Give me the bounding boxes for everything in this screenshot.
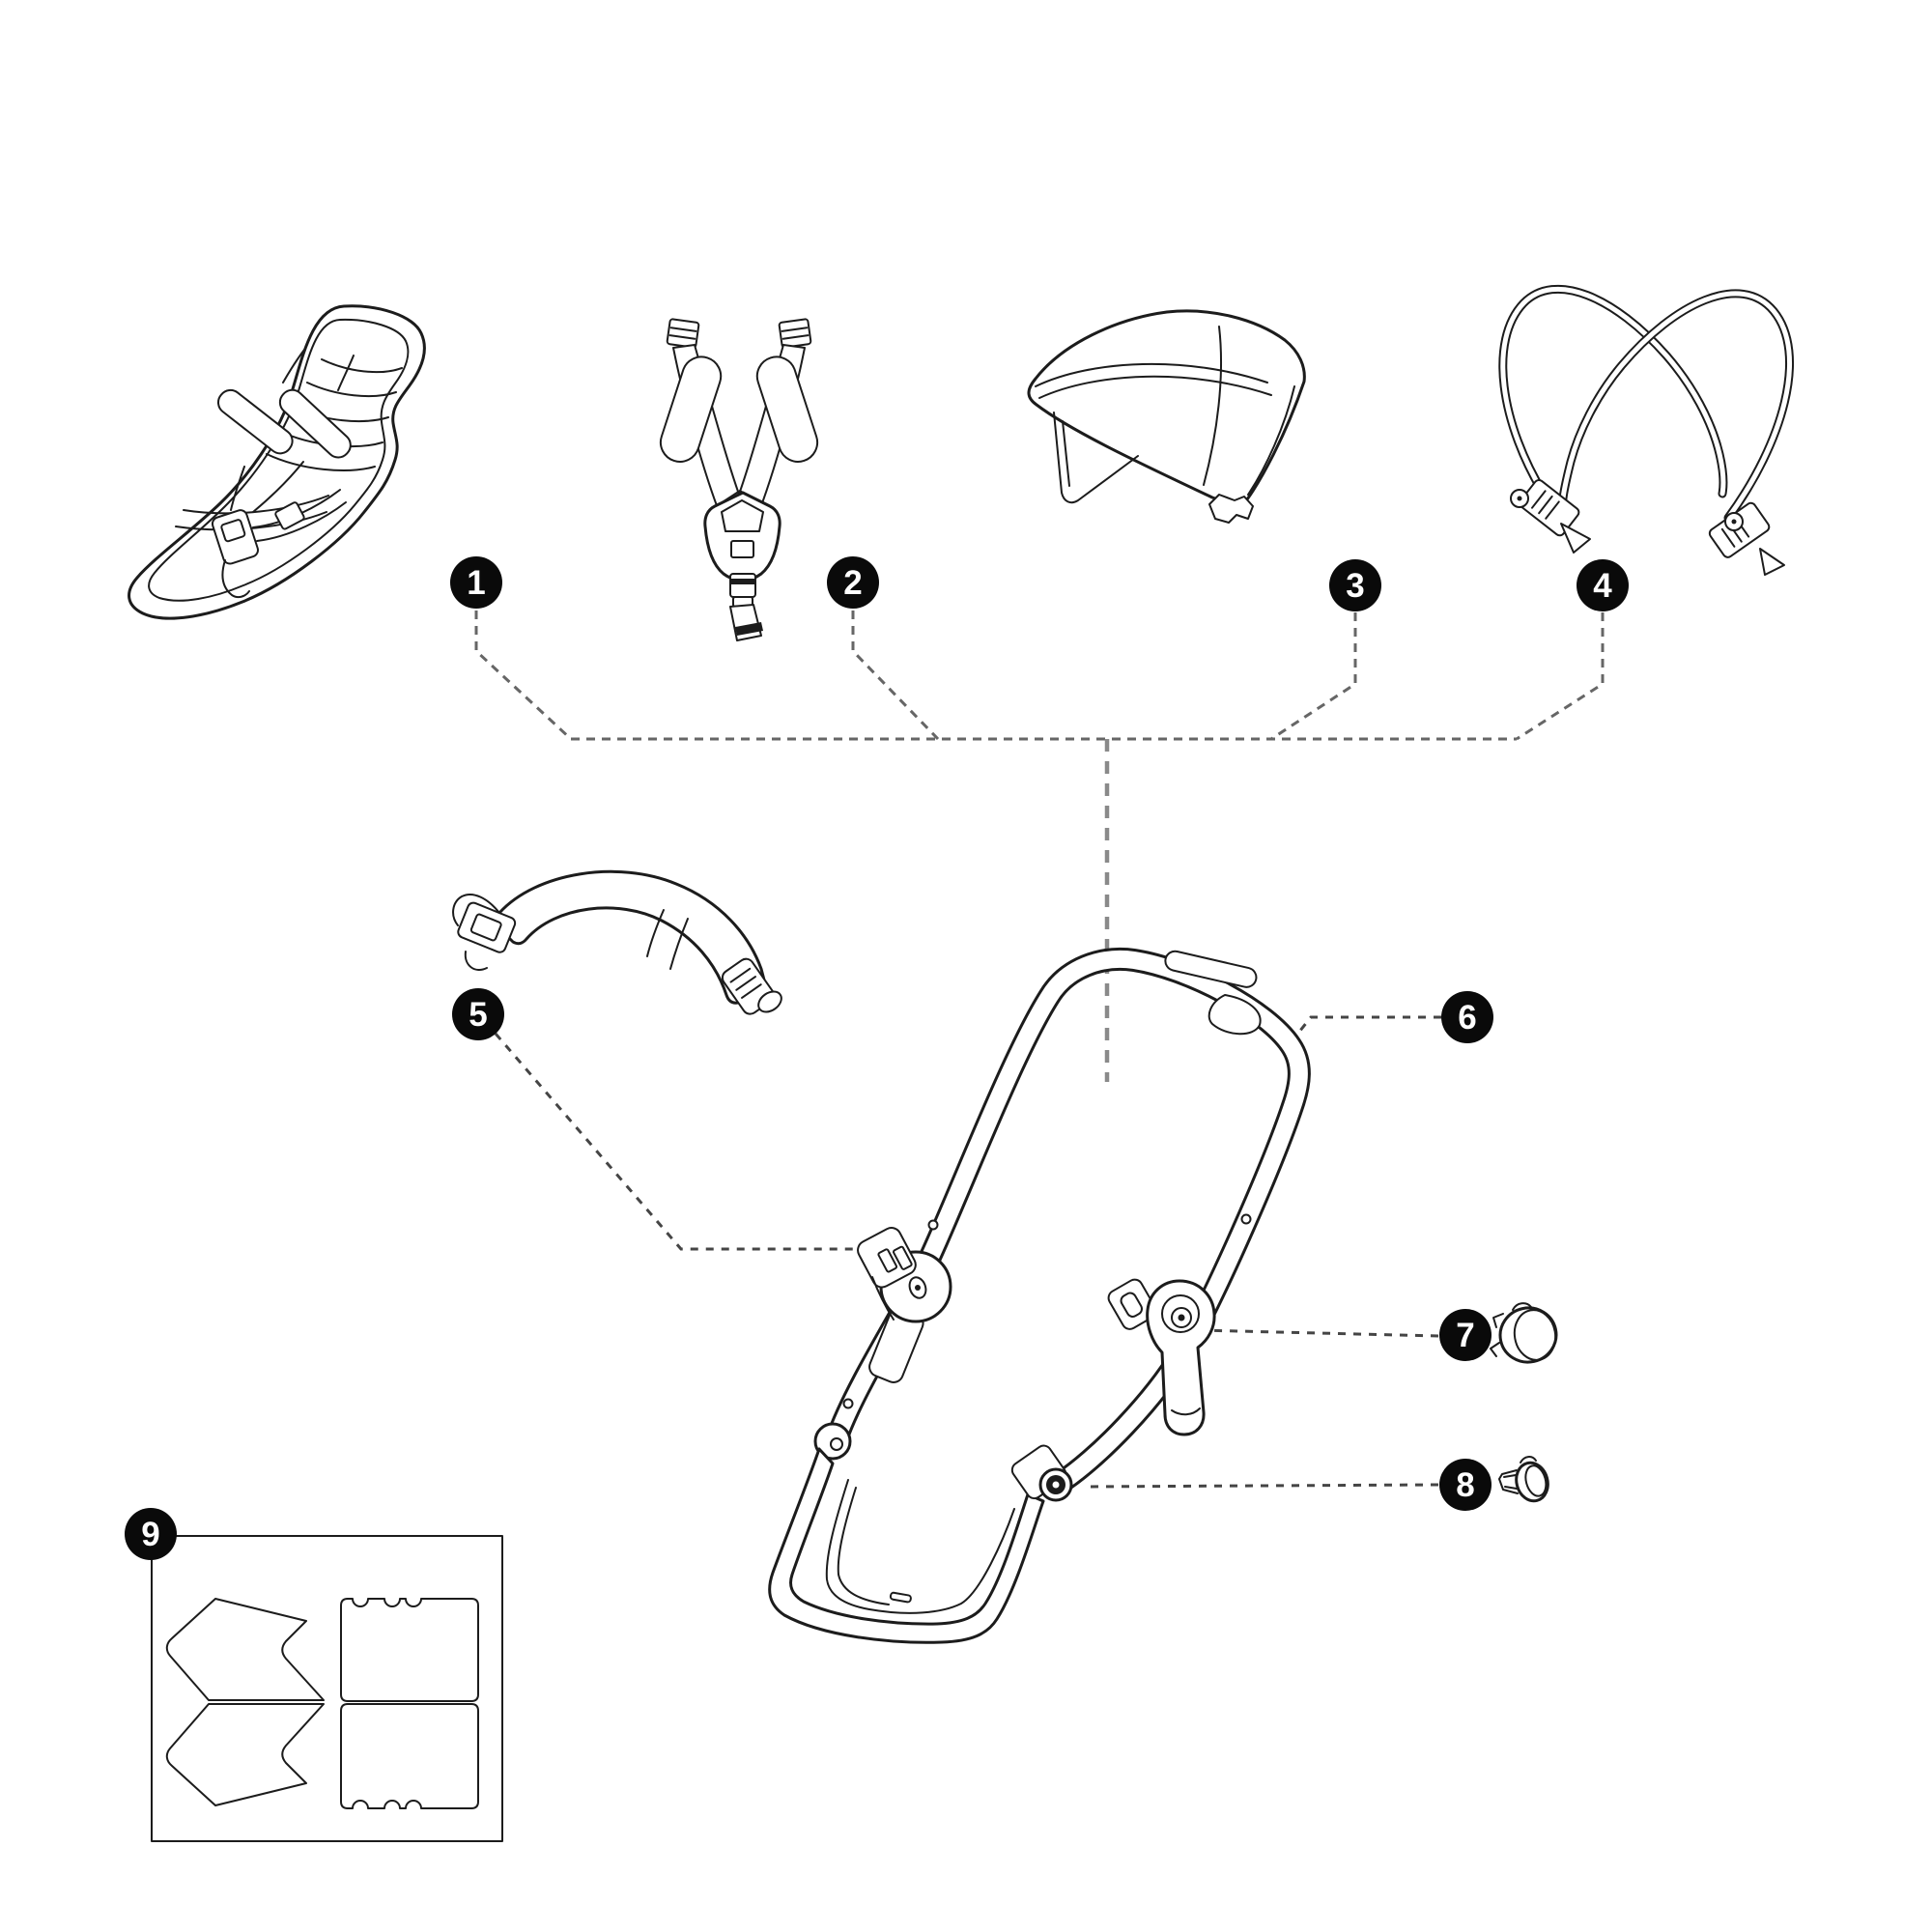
shoulder-harness-icon (659, 318, 819, 641)
part-badge-7: 7 (1439, 1309, 1492, 1361)
seat-frame-icon (768, 948, 1311, 1644)
part-badge-6: 6 (1441, 991, 1493, 1043)
axle-plug-icon (1498, 1456, 1549, 1503)
part-badge-3: 3 (1329, 559, 1381, 611)
part-badge-1: 1 (450, 556, 502, 609)
part-badge-5: 5 (452, 988, 504, 1040)
sticker-sheet-icon (151, 1535, 503, 1842)
part-badge-2: 2 (827, 556, 879, 609)
canopy-wire-frame-icon (1498, 284, 1795, 576)
bumper-bar-icon (452, 869, 782, 1015)
part-badge-9: 9 (125, 1508, 177, 1560)
leader-lines-group (474, 611, 1605, 1489)
part-badge-4: 4 (1577, 559, 1629, 611)
canopy-icon (1027, 309, 1306, 524)
hinge-cap-icon (1490, 1302, 1558, 1364)
seat-pad-icon (128, 304, 426, 620)
part-badge-8: 8 (1439, 1459, 1492, 1511)
